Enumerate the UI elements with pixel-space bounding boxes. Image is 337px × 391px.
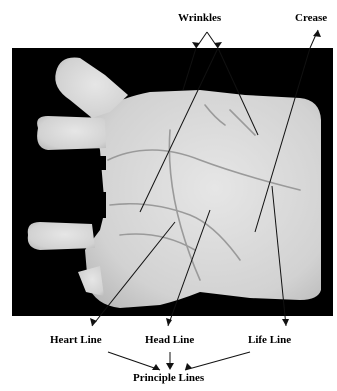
principle-pointer (185, 352, 250, 370)
arrowhead-icon (152, 364, 160, 370)
label-life-line: Life Line (248, 334, 291, 347)
arrowhead-icon (166, 318, 172, 326)
label-wrinkles: Wrinkles (178, 12, 221, 25)
label-principle-lines: Principle Lines (133, 372, 204, 385)
arrowhead-icon (214, 42, 222, 48)
arrowhead-icon (185, 363, 192, 370)
arrowhead-icon (282, 319, 289, 326)
arrowhead-icon (192, 42, 200, 48)
arrowhead-icon (166, 363, 174, 370)
label-heart-line: Heart Line (50, 334, 102, 347)
label-crease: Crease (295, 12, 327, 25)
principle-pointer (108, 352, 160, 370)
label-head-line: Head Line (145, 334, 194, 347)
